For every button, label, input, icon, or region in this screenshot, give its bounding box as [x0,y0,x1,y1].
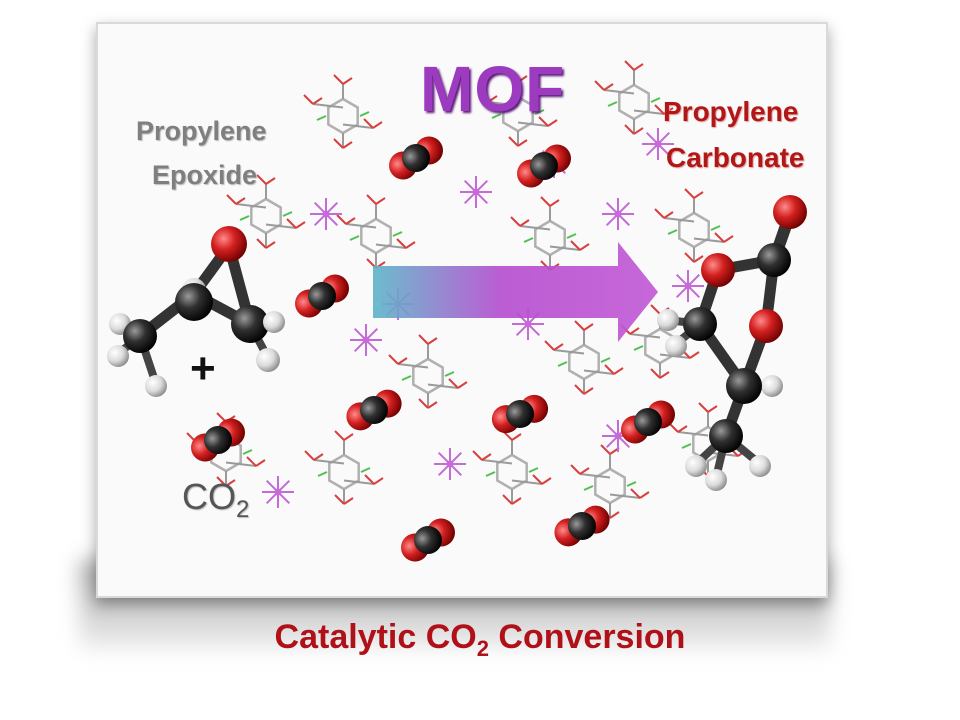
framework-ring [570,444,650,519]
metal-node [642,128,674,160]
metal-node [602,420,634,452]
framework-ring [336,194,416,269]
mof-title: MOF [420,53,566,125]
framework-ring [303,74,383,149]
propylene-epoxide-molecule-icon [107,226,285,397]
metal-node [460,176,492,208]
product-label-line2: Carbonate [666,142,805,173]
reaction-arrow-icon [373,242,658,342]
co2-molecule-icon [491,394,549,434]
reactant-label-line2: Epoxide [152,160,258,190]
co2-label-subscript: 2 [236,496,250,524]
metal-node [602,198,634,230]
reactant-label-line1: Propylene [136,116,267,146]
caption-subscript: 2 [476,635,489,661]
metal-node [310,198,342,230]
framework-ring [594,60,674,135]
metal-node [434,448,466,480]
product-label-line1: Propylene [663,96,799,127]
propylene-carbonate-molecule-icon [657,195,807,491]
co2-molecule-icon [554,505,610,547]
framework-ring [388,334,468,409]
metal-node [262,476,294,508]
framework-ring [544,320,624,395]
co2-molecule-icon [517,144,571,188]
co2-molecule-icon [191,418,245,462]
co2-molecule-icon [346,389,402,431]
co2-molecules [191,136,675,562]
co2-molecule-icon [621,400,675,444]
co2-label: CO2 [182,476,249,524]
co2-molecule-icon [389,136,443,180]
metal-node [672,270,704,302]
caption-text-before: Catalytic CO [274,618,477,656]
framework-ring [510,196,590,271]
plus-sign: + [190,344,216,393]
co2-molecule-icon [401,518,455,562]
framework-ring [226,174,306,249]
co2-molecule-icon [295,274,349,318]
diagram-frame: MOF Propylene Epoxide Propylene Carbonat… [96,22,828,598]
caption-text-after: Conversion [488,618,686,656]
framework-ring [472,430,552,505]
framework-ring [304,430,384,505]
framework-ring [478,72,558,147]
co2-label-main: CO [182,476,236,517]
metal-node [350,324,382,356]
caption: Catalytic CO2 Conversion [0,618,960,662]
reaction-scene [107,60,807,562]
framework-ring [654,188,734,263]
